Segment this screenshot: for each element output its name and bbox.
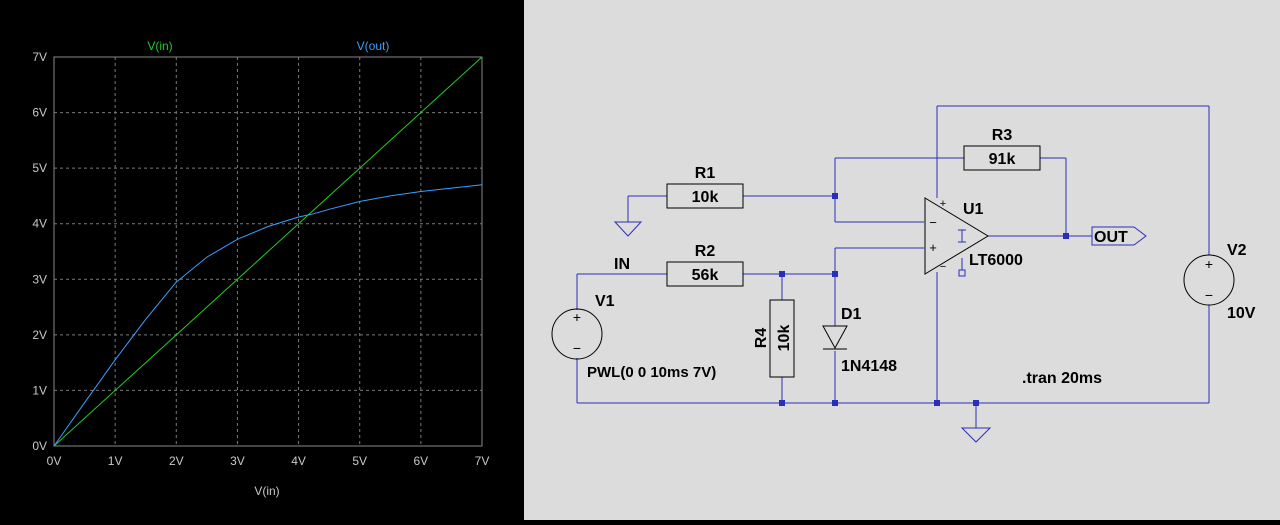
x-tick-label: 0V <box>47 454 62 468</box>
v2-value: 10V <box>1227 305 1256 322</box>
x-tick-labels: 0V 1V 2V 3V 4V 5V 6V 7V <box>47 454 490 468</box>
wires <box>576 105 1210 428</box>
r2-name: R2 <box>695 243 716 260</box>
diode-d1[interactable]: D1 1N4148 <box>822 306 897 375</box>
series-vin-line[interactable] <box>53 56 483 447</box>
junction-dots <box>779 193 1069 406</box>
y-tick-label: 1V <box>32 383 47 397</box>
v1-value: PWL(0 0 10ms 7V) <box>587 364 716 381</box>
resistor-r1[interactable]: 10k R1 <box>666 165 744 209</box>
legend-vout[interactable]: V(out) <box>357 39 390 53</box>
y-tick-labels: 0V 1V 2V 3V 4V 5V 6V 7V <box>32 50 47 453</box>
resistor-r2[interactable]: 56k R2 <box>666 243 744 287</box>
net-label-out[interactable]: OUT <box>1091 226 1147 246</box>
r1-name: R1 <box>695 165 716 182</box>
v2-minus-sign: − <box>1205 287 1213 303</box>
v1-plus-sign: + <box>573 309 581 325</box>
opamp-u1[interactable]: − + + − U1 LT6000 <box>924 197 1023 277</box>
y-tick-label: 5V <box>32 161 47 175</box>
x-tick-label: 1V <box>108 454 123 468</box>
x-tick-label: 4V <box>291 454 306 468</box>
legend-vin[interactable]: V(in) <box>147 39 172 53</box>
spice-directive-tran[interactable]: .tran 20ms <box>1022 370 1102 387</box>
r3-name: R3 <box>992 127 1013 144</box>
r4-name: R4 <box>753 328 770 349</box>
r2-value: 56k <box>692 267 719 284</box>
opamp-plus-pin-sign: + <box>929 240 937 255</box>
net-label-in[interactable]: IN <box>614 256 630 273</box>
d1-model: 1N4148 <box>841 358 897 375</box>
series-vout-line[interactable] <box>53 184 483 447</box>
r1-value: 10k <box>692 189 719 206</box>
u1-model: LT6000 <box>969 252 1023 269</box>
x-tick-label: 5V <box>352 454 367 468</box>
y-tick-label: 6V <box>32 106 47 120</box>
opamp-vplus-sign: + <box>940 198 946 210</box>
grid-lines <box>54 57 482 446</box>
v1-minus-sign: − <box>573 340 581 356</box>
plot-area[interactable] <box>53 56 483 447</box>
v2-name: V2 <box>1227 242 1247 259</box>
r4-value: 10k <box>776 325 793 352</box>
d1-name: D1 <box>841 306 862 323</box>
v1-name: V1 <box>595 293 615 310</box>
y-tick-label: 2V <box>32 328 47 342</box>
y-tick-label: 4V <box>32 217 47 231</box>
voltage-source-v2[interactable]: + − V2 10V <box>1183 242 1256 322</box>
v2-plus-sign: + <box>1205 256 1213 272</box>
resistor-r3[interactable]: 91k R3 <box>963 127 1041 171</box>
y-tick-label: 0V <box>32 439 47 453</box>
schematic-editor[interactable]: 10k R1 56k R2 91k R3 10k R4 D1 <box>524 0 1280 520</box>
x-axis-label: V(in) <box>254 484 279 498</box>
opamp-vminus-sign: − <box>940 261 946 273</box>
opamp-shutdown-pin <box>958 269 966 277</box>
series-lines <box>53 56 483 447</box>
y-tick-label: 3V <box>32 272 47 286</box>
out-label: OUT <box>1094 229 1128 246</box>
x-tick-label: 3V <box>230 454 245 468</box>
y-tick-label: 7V <box>32 50 47 64</box>
schematic-canvas[interactable]: 10k R1 56k R2 91k R3 10k R4 D1 <box>524 0 1280 520</box>
x-tick-label: 7V <box>475 454 490 468</box>
x-tick-label: 6V <box>414 454 429 468</box>
u1-name: U1 <box>963 201 984 218</box>
r3-value: 91k <box>989 151 1016 168</box>
opamp-minus-pin-sign: − <box>929 215 937 230</box>
voltage-source-v1[interactable]: + − V1 PWL(0 0 10ms 7V) <box>551 293 716 381</box>
ground-symbol-main[interactable] <box>960 427 992 443</box>
resistor-r4[interactable]: 10k R4 <box>753 299 795 378</box>
x-tick-label: 2V <box>169 454 184 468</box>
ground-symbol-r1[interactable] <box>613 221 643 237</box>
